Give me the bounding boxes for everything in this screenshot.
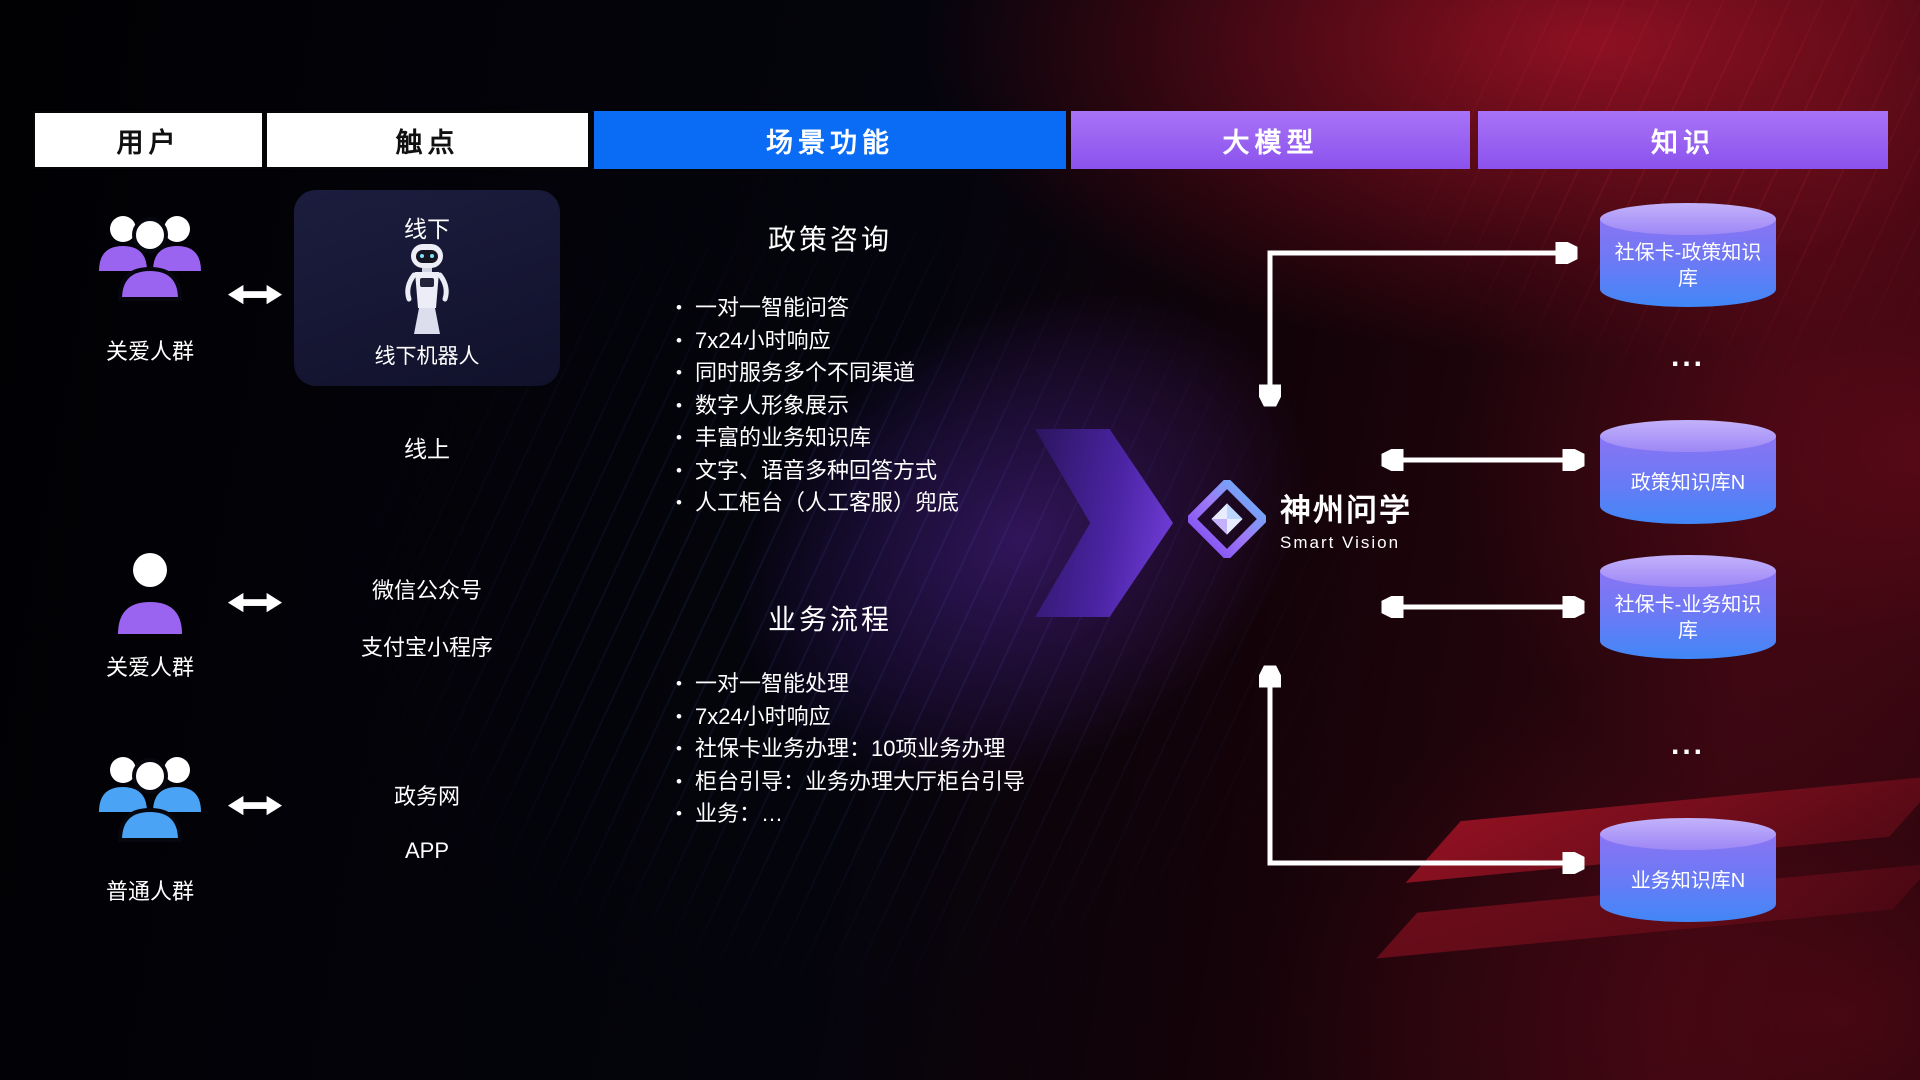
bidirectional-arrow-icon — [227, 795, 283, 816]
header-model: 大模型 — [1071, 111, 1470, 169]
channel-alipay: 支付宝小程序 — [360, 635, 493, 660]
ellipsis-dots: ... — [1670, 728, 1705, 761]
header-user: 用户 — [33, 111, 264, 169]
list-item: 文字、语音多种回答方式 — [676, 455, 959, 488]
user-label-2: 关爱人群 — [105, 655, 194, 680]
list-item: 7x24小时响应 — [676, 325, 959, 358]
bidirectional-arrow-icon — [227, 284, 283, 305]
policy-section-title: 政策咨询 — [767, 224, 892, 255]
process-section-title: 业务流程 — [767, 604, 892, 635]
offline-robot-label: 线下机器人 — [374, 345, 480, 368]
list-item: 业务：… — [676, 798, 1025, 831]
knowledge-db-business-ssc: 社保卡-业务知识库 — [1600, 555, 1776, 659]
knowledge-db-business-n: 业务知识库N — [1600, 818, 1776, 922]
users-group-icon-purple — [99, 216, 201, 301]
knowledge-db-policy-ssc: 社保卡-政策知识库 — [1600, 203, 1776, 307]
list-item: 社保卡业务办理：10项业务办理 — [676, 733, 1025, 766]
header-scenario: 场景功能 — [594, 111, 1066, 169]
db-cylinder-top — [1600, 818, 1776, 850]
online-label: 线上 — [404, 436, 450, 462]
knowledge-db-policy-n: 政策知识库N — [1600, 420, 1776, 524]
user-person-icon-purple — [118, 553, 182, 634]
db-cylinder-top — [1600, 555, 1776, 587]
ellipsis-dots: ... — [1670, 340, 1705, 373]
offline-robot-card: 线下 线下机器人 — [294, 190, 560, 386]
policy-feature-list: 一对一智能问答 7x24小时响应 同时服务多个不同渠道 数字人形象展示 丰富的业… — [676, 292, 959, 520]
list-item: 一对一智能处理 — [676, 668, 1025, 701]
model-name: 神州问学 — [1280, 493, 1412, 528]
list-item: 柜台引导：业务办理大厅柜台引导 — [676, 766, 1025, 799]
channel-app: APP — [404, 838, 450, 863]
list-item: 丰富的业务知识库 — [676, 422, 959, 455]
list-item: 人工柜台（人工客服）兜底 — [676, 487, 959, 520]
knowledge-connector-arrows — [1240, 230, 1620, 890]
user-label-3: 普通人群 — [105, 879, 194, 904]
list-item: 同时服务多个不同渠道 — [676, 357, 959, 390]
robot-icon — [405, 244, 449, 334]
db-cylinder-top — [1600, 420, 1776, 452]
model-subtitle: Smart Vision — [1280, 533, 1401, 552]
header-touchpoint: 触点 — [265, 111, 590, 169]
channel-wechat: 微信公众号 — [371, 578, 482, 603]
channel-gov: 政务网 — [393, 784, 460, 809]
gem-diamond-icon — [1188, 480, 1266, 558]
list-item: 一对一智能问答 — [676, 292, 959, 325]
list-item: 7x24小时响应 — [676, 701, 1025, 734]
offline-label: 线下 — [404, 216, 450, 242]
user-label-1: 关爱人群 — [105, 339, 194, 364]
users-group-icon-blue — [99, 757, 201, 842]
process-feature-list: 一对一智能处理 7x24小时响应 社保卡业务办理：10项业务办理 柜台引导：业务… — [676, 668, 1025, 831]
db-cylinder-top — [1600, 203, 1776, 235]
model-logo: 神州问学 Smart Vision — [1188, 480, 1412, 558]
list-item: 数字人形象展示 — [676, 390, 959, 423]
bidirectional-arrow-icon — [227, 592, 283, 613]
header-knowledge: 知识 — [1478, 111, 1888, 169]
